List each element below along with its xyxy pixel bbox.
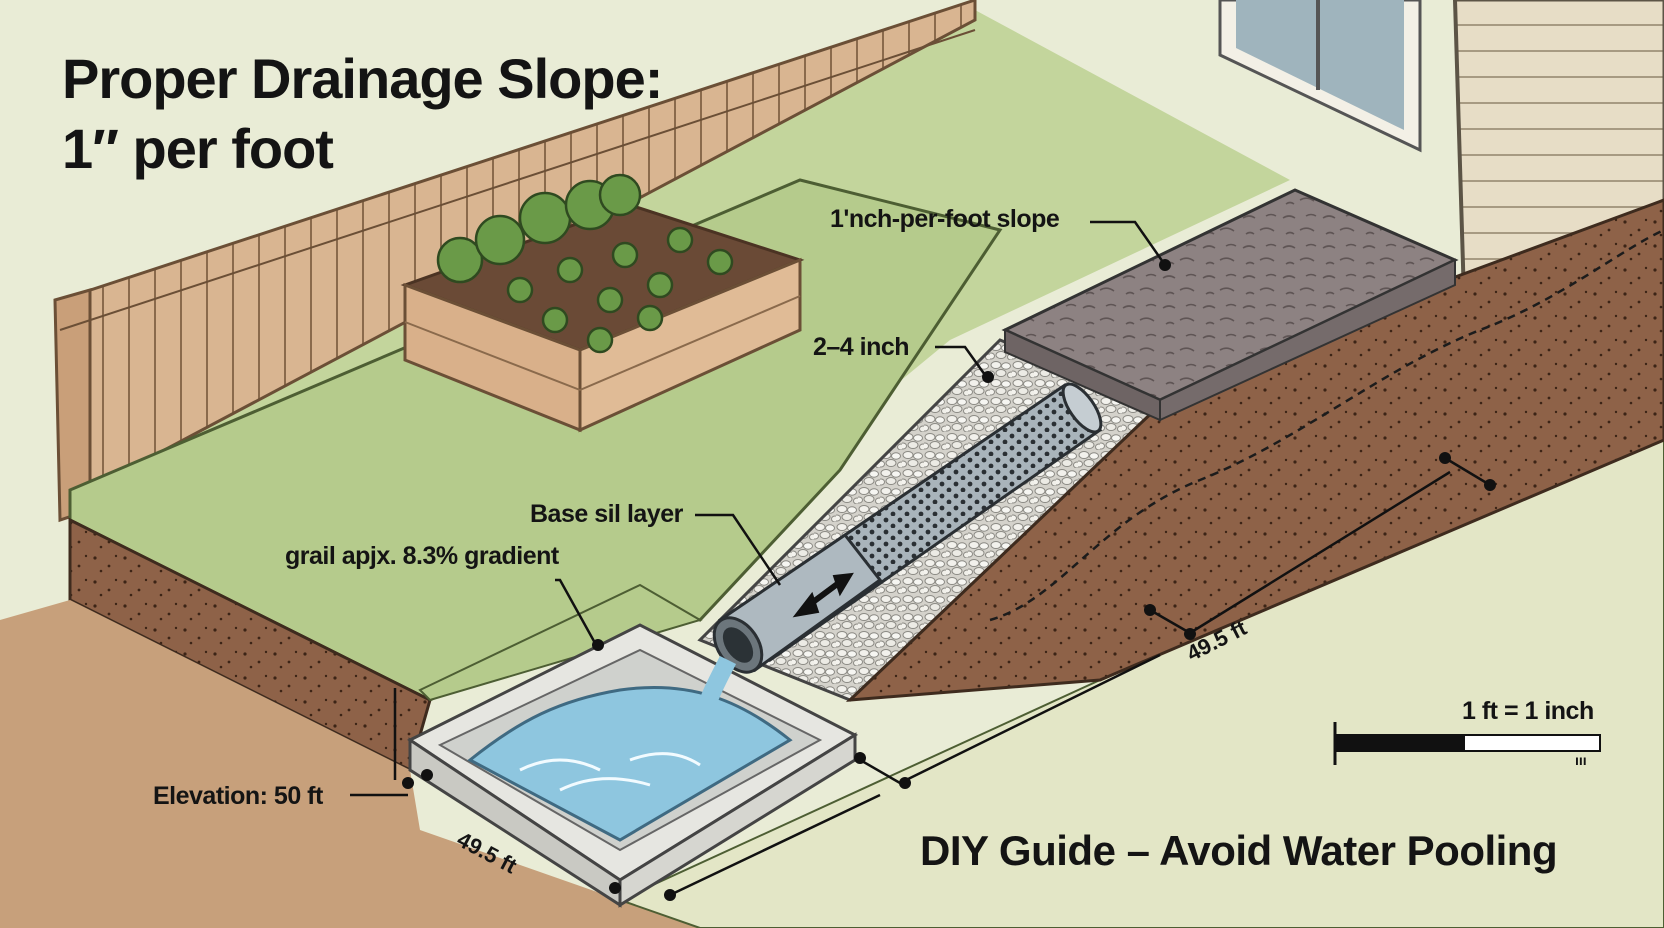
paved-slab <box>1001 188 1459 422</box>
front-lawn <box>617 438 1664 928</box>
raised-garden-bed <box>400 173 805 433</box>
gravel-depth-callout: 2–4 inch <box>813 333 910 361</box>
slope-callout: 1'nch-per-foot slope <box>830 205 1060 233</box>
footer-caption: DIY Guide – Avoid Water Pooling <box>920 827 1558 874</box>
ground <box>0 600 1664 928</box>
house-window <box>1218 0 1422 153</box>
base-soil-callout: Base sil layer <box>530 500 683 528</box>
scale-bar-label: 1 ft = 1 inch <box>1462 697 1594 725</box>
callout-leaders <box>350 220 1491 897</box>
scale-bar-ticks: ııı <box>1575 752 1587 768</box>
title-line-1: Proper Drainage Slope: <box>62 47 663 110</box>
gradient-callout: grail apjx. 8.3% gradient <box>285 542 559 570</box>
water-outflow <box>691 655 737 732</box>
callout-dots <box>402 259 1496 901</box>
perforated-drain-pipe <box>712 382 1103 674</box>
slope-dashed-line <box>989 228 1664 622</box>
catch-basin <box>407 623 859 908</box>
title-line-2: 1″ per foot <box>62 117 334 180</box>
scale-bar <box>1333 722 1601 765</box>
elevation-callout: Elevation: 50 ft <box>153 782 323 810</box>
